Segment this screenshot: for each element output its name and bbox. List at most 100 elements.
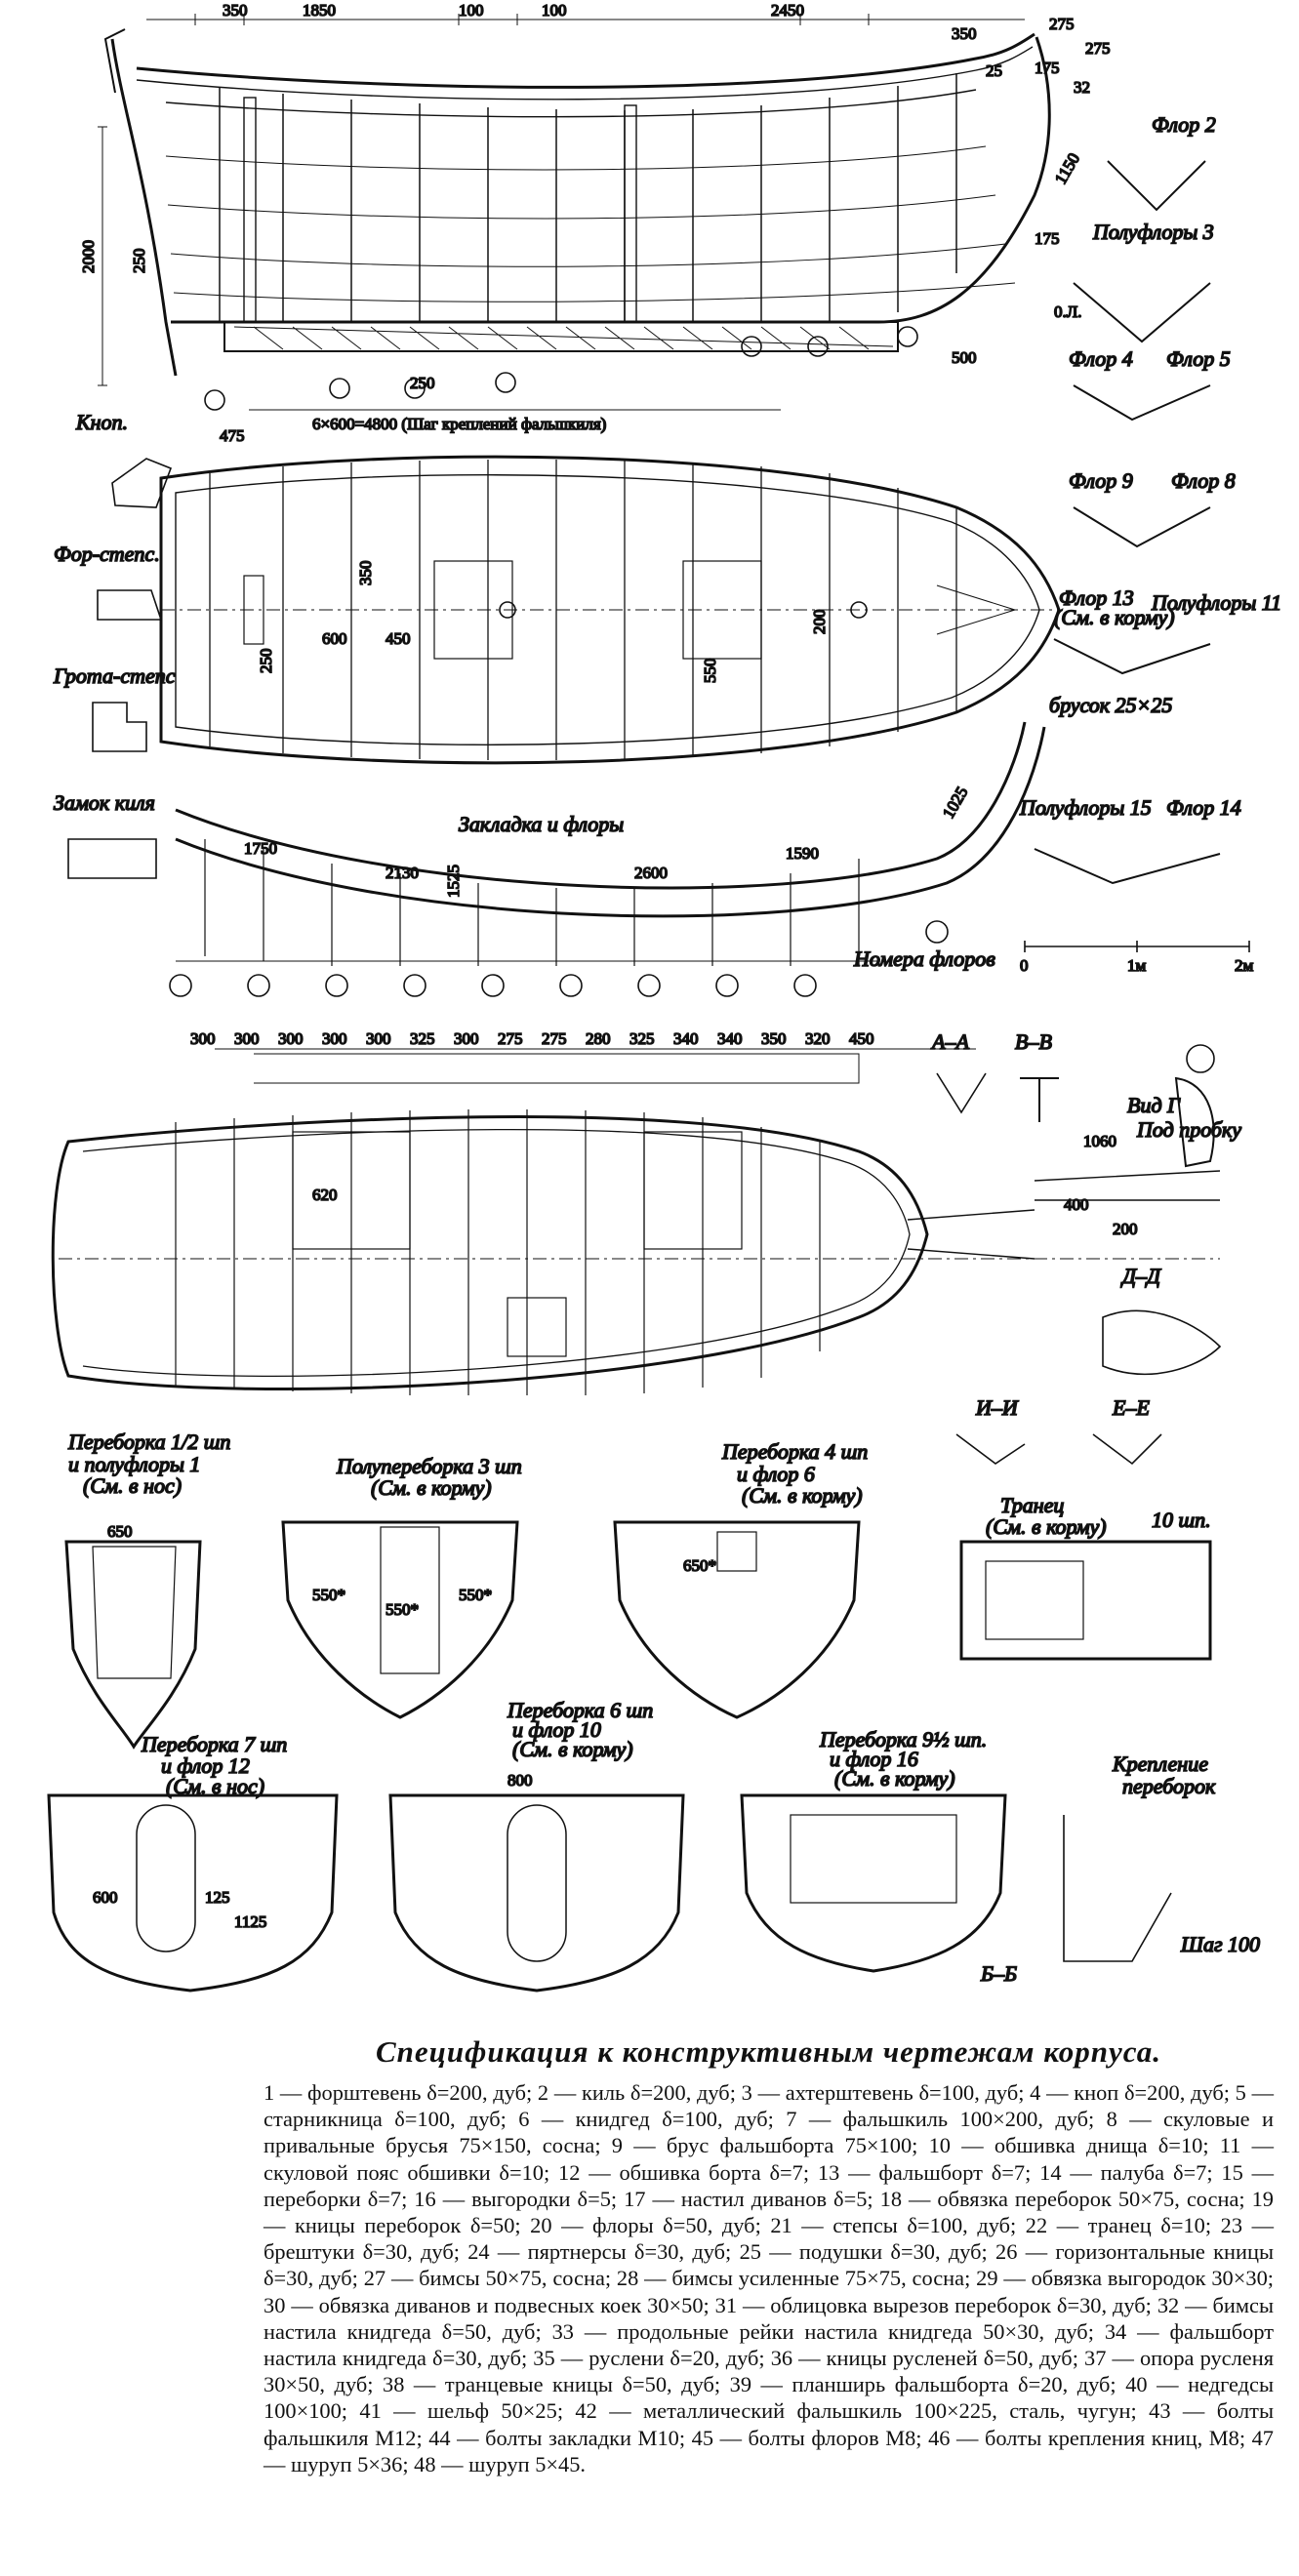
dim-deck-325-b: 325 [629, 1029, 655, 1048]
polufl3-label: Полуфлоры 3 [1092, 220, 1214, 244]
per3-label: Полупереборка 3 шп [336, 1454, 522, 1478]
dim-sec-800: 800 [507, 1771, 533, 1790]
per9-label: Переборка 9½ шп. [819, 1727, 987, 1751]
dim-deck-275-b: 275 [542, 1029, 567, 1048]
dim-deck-400: 400 [1064, 1195, 1089, 1214]
bulkhead-labels: Переборка 1/2 шп и полуфлоры 1 (См. в но… [66, 1429, 1261, 1987]
dim-175-b: 175 [1035, 229, 1060, 248]
dim-sec-550-a: 550* [312, 1586, 345, 1604]
nomera-florov-label: Номера флоров [853, 946, 995, 971]
dim-350-stern: 350 [223, 1, 248, 20]
dim-100-a: 100 [459, 1, 484, 20]
dim-deck-1060: 1060 [1083, 1132, 1116, 1150]
dim-deck-620: 620 [312, 1186, 338, 1204]
keel-labels: Закладка и флоры Номера флоров 1750 2130… [243, 783, 996, 972]
vid-g-label: Вид Г [1127, 1093, 1181, 1117]
dim-2000: 2000 [79, 240, 98, 273]
flor8-label: Флор 8 [1171, 468, 1236, 493]
profile-labels: 350 1850 100 100 2450 350 275 275 175 25… [78, 0, 1111, 446]
dim-deck-320: 320 [805, 1029, 831, 1048]
tranets-dir: (См. в корму) [986, 1514, 1107, 1539]
bulkhead-sections [47, 1520, 1212, 1992]
dim-keel-1750: 1750 [244, 839, 277, 858]
plan-view [159, 455, 1061, 765]
dim-deck-300-d: 300 [322, 1029, 347, 1048]
dim-plan-350: 350 [356, 561, 375, 586]
spec-title: Спецификация к конструктивным чертежам к… [375, 2034, 1162, 2069]
zakladka-label: Закладка и флоры [459, 812, 624, 836]
per1-sub: и полуфлоры 1 [68, 1452, 200, 1476]
dim-250: 250 [130, 249, 148, 274]
dim-sec-600: 600 [93, 1888, 118, 1907]
knop-label: Кноп. [75, 410, 128, 434]
dim-keel-bolts: 6×600=4800 (Шаг креплений фальшкиля) [312, 415, 606, 433]
per4-dir: (См. в корму) [742, 1483, 863, 1508]
baseline-ol: 0.Л. [1054, 302, 1082, 321]
brusok-label: брусок 25×25 [1049, 693, 1172, 717]
per6-dir: (См. в корму) [512, 1737, 633, 1761]
dim-2450: 2450 [771, 1, 804, 20]
left-details [67, 458, 173, 879]
dim-100-b: 100 [542, 1, 567, 20]
construction-drawing: 350 1850 100 100 2450 350 275 275 175 25… [47, 0, 1282, 1992]
per7-label: Переборка 7 шп [141, 1732, 287, 1756]
dim-plan-250: 250 [257, 649, 275, 674]
dim-keel-1025: 1025 [939, 784, 971, 822]
dim-deck-450: 450 [849, 1029, 874, 1048]
aa-label: А–А [930, 1029, 969, 1054]
deck-labels: 300 300 300 300 300 325 300 275 275 280 … [189, 1028, 1138, 1239]
spec-body: 1 — форштевень δ=200, дуб; 2 — киль δ=20… [264, 2080, 1274, 2476]
dim-keel-2600: 2600 [634, 864, 668, 882]
dim-deck-300-e: 300 [366, 1029, 391, 1048]
per7-dir: (См. в нос) [166, 1774, 264, 1798]
specification: Спецификация к конструктивным чертежам к… [264, 2034, 1274, 2477]
deck-plan [51, 1048, 1221, 1395]
per9-dir: (См. в корму) [834, 1766, 955, 1791]
section-detail-labels: А–А В–В Вид Г Под пробку Д–Д И–И Е–Е [929, 1028, 1242, 1421]
polufl11-label: Полуфлоры 11 [1151, 590, 1281, 615]
per4-label: Переборка 4 шп [721, 1439, 868, 1464]
dim-1850: 1850 [303, 1, 336, 20]
shag100-label: Шаг 100 [1180, 1932, 1260, 1956]
dim-sec-550-b: 550* [386, 1600, 419, 1619]
per6-sub: и флор 10 [512, 1717, 601, 1742]
tranets-label: Транец [1000, 1493, 1064, 1517]
scale-0: 0 [1020, 956, 1029, 975]
per4-sub: и флор 6 [737, 1462, 815, 1486]
flor9-label: Флор 9 [1069, 468, 1133, 493]
dim-keel-1590: 1590 [786, 844, 819, 863]
per3-dir: (См. в корму) [371, 1475, 492, 1500]
dim-plan-550: 550 [701, 659, 719, 684]
dim-deck-340-a: 340 [673, 1029, 699, 1048]
profile-view [98, 14, 1051, 411]
dim-sec-650-star: 650* [683, 1556, 716, 1575]
bb-label: Б–Б [980, 1961, 1017, 1986]
flor13-label: Флор 13 [1059, 585, 1134, 610]
vv-label: В–В [1015, 1029, 1052, 1054]
per1-label: Переборка 1/2 шп [67, 1429, 230, 1454]
dim-32: 32 [1074, 78, 1090, 97]
dim-475: 475 [220, 426, 245, 445]
shp10-label: 10 шп. [1152, 1508, 1211, 1532]
zamok-kilya-label: Замок киля [54, 790, 155, 815]
kreplenie-sub: переборок [1122, 1774, 1216, 1798]
dim-500: 500 [952, 348, 977, 367]
keel-floors-view [169, 721, 1046, 997]
scale-1m: 1м [1127, 956, 1147, 975]
dim-1150: 1150 [1051, 150, 1083, 187]
flor5-label: Флор 5 [1166, 346, 1231, 371]
polufl15-label: Полуфлоры 15 [1019, 795, 1152, 820]
dim-deck-300-a: 300 [190, 1029, 216, 1048]
dim-275-b: 275 [1085, 39, 1111, 58]
dim-plan-450: 450 [386, 629, 411, 648]
dim-275-a: 275 [1049, 15, 1075, 33]
ee-label: Е–Е [1112, 1395, 1150, 1420]
dim-deck-325-a: 325 [410, 1029, 435, 1048]
ii-label: И–И [975, 1395, 1019, 1420]
kreplenie-label: Крепление [1112, 1751, 1208, 1776]
flor4-label: Флор 4 [1069, 346, 1133, 371]
floor-labels: Флор 2 Полуфлоры 3 Флор 4 Флор 5 Флор 9 … [1018, 111, 1282, 976]
per9-sub: и флор 16 [830, 1747, 918, 1771]
dim-175: 175 [1035, 59, 1060, 77]
dim-plan-600: 600 [322, 629, 347, 648]
